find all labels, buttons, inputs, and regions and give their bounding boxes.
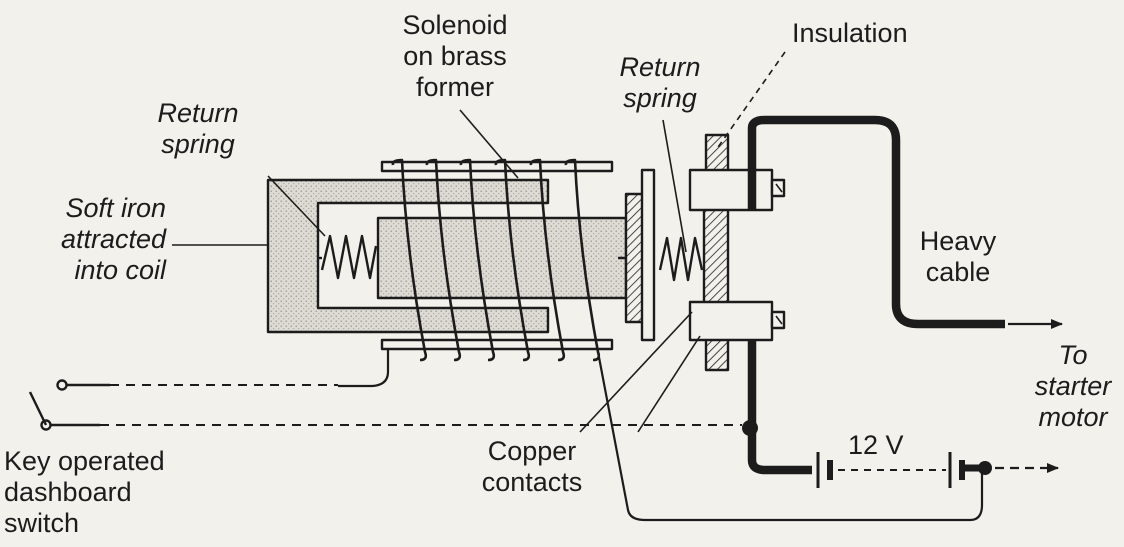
copper-contacts-label: Copper contacts	[481, 436, 583, 497]
heavy-cable	[747, 115, 1005, 329]
battery-symbol	[816, 452, 992, 488]
coil-feed-wire	[338, 349, 390, 388]
solenoid-label: Solenoid on brass former	[402, 10, 508, 102]
copper-contact-bottom	[688, 300, 774, 342]
battery-voltage-label: 12 V	[848, 430, 904, 460]
left-return-spring	[320, 234, 378, 280]
to-starter-motor-label: To starter motor	[1034, 340, 1112, 432]
brass-former-bottom	[380, 338, 614, 351]
soft-iron-label: Soft iron attracted into coil	[60, 193, 166, 285]
insulation-label: Insulation	[792, 18, 908, 48]
coil-earth-wire	[596, 351, 984, 522]
heavy-cable-label: Heavy cable	[919, 226, 997, 287]
key-switch	[28, 379, 742, 431]
battery-heavy-lead	[747, 340, 812, 475]
right-return-spring-label: Return spring	[619, 52, 701, 113]
left-return-spring-label: Return spring	[157, 98, 239, 159]
moving-contact-plate	[702, 194, 730, 308]
leader-lines	[172, 51, 786, 433]
copper-contact-top	[688, 168, 774, 212]
armature-disc	[640, 168, 656, 342]
right-return-spring	[658, 236, 704, 282]
key-switch-label: Key operated dashboard switch	[4, 446, 165, 538]
junction-dot	[742, 420, 758, 436]
solenoid-coil	[391, 158, 601, 362]
soft-iron-yoke	[266, 178, 550, 334]
